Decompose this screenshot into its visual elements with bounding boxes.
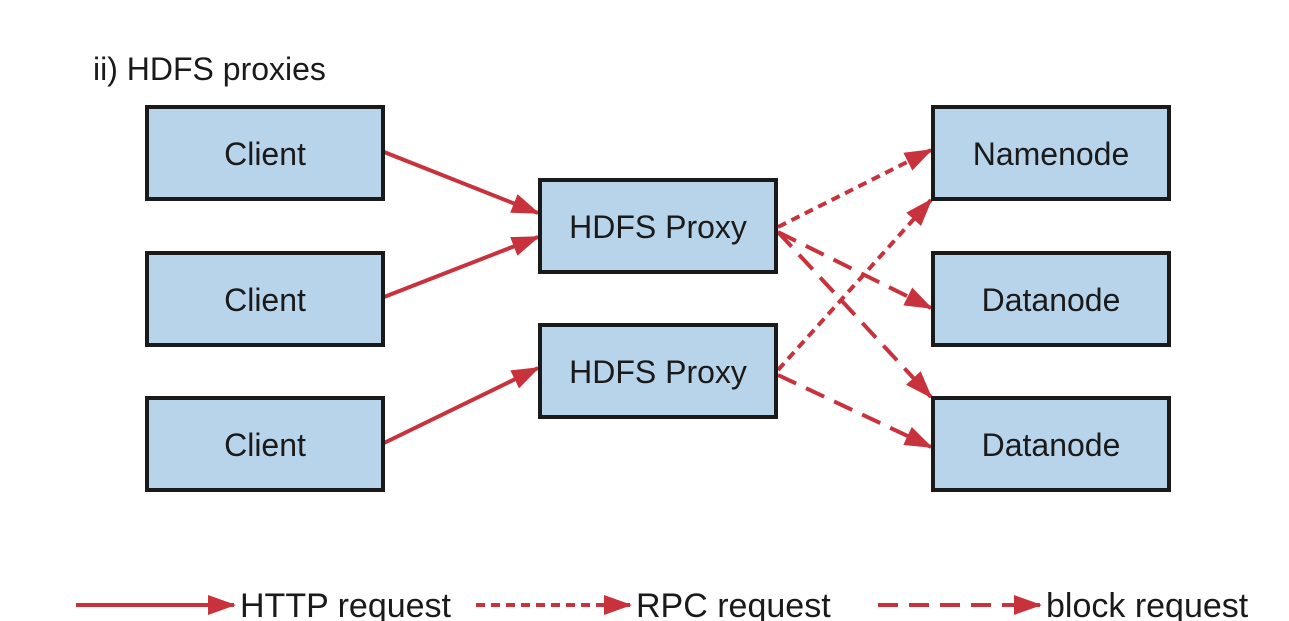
- legend-item-rpc: RPC request: [476, 587, 831, 621]
- node-label: Datanode: [982, 282, 1121, 318]
- legend-http-label: HTTP request: [240, 587, 452, 621]
- edges-layer: [383, 148, 933, 449]
- node-client-1: Client: [145, 105, 385, 201]
- node-label: HDFS Proxy: [569, 354, 747, 390]
- legend: HTTP request RPC request block request: [76, 587, 1249, 621]
- node-datanode-1: Datanode: [931, 251, 1171, 347]
- legend-item-http: HTTP request: [76, 587, 452, 621]
- diagram-title: ii) HDFS proxies: [93, 51, 326, 87]
- edge-proxy2-to-datanode2: [777, 373, 933, 449]
- node-label: Client: [224, 136, 306, 172]
- node-datanode-2: Datanode: [931, 396, 1171, 492]
- node-hdfs-proxy-1: HDFS Proxy: [538, 178, 778, 274]
- node-client-3: Client: [145, 396, 385, 492]
- node-label: Namenode: [973, 136, 1130, 172]
- node-label: Client: [224, 427, 306, 463]
- node-client-2: Client: [145, 251, 385, 347]
- node-namenode: Namenode: [931, 105, 1171, 201]
- node-label: HDFS Proxy: [569, 209, 747, 245]
- edge-client3-to-proxy2: [383, 366, 540, 445]
- node-hdfs-proxy-2: HDFS Proxy: [538, 323, 778, 419]
- legend-rpc-label: RPC request: [636, 587, 831, 621]
- node-label: Datanode: [982, 427, 1121, 463]
- edge-proxy1-to-namenode: [777, 148, 933, 229]
- legend-item-block: block request: [878, 587, 1249, 621]
- legend-block-label: block request: [1046, 587, 1249, 621]
- edge-proxy1-to-datanode2: [776, 230, 933, 399]
- edge-client1-to-proxy1: [383, 150, 540, 215]
- node-label: Client: [224, 282, 306, 318]
- edge-client2-to-proxy1: [383, 235, 540, 299]
- edge-proxy2-to-namenode: [776, 198, 933, 372]
- edge-proxy1-to-datanode1: [777, 230, 933, 310]
